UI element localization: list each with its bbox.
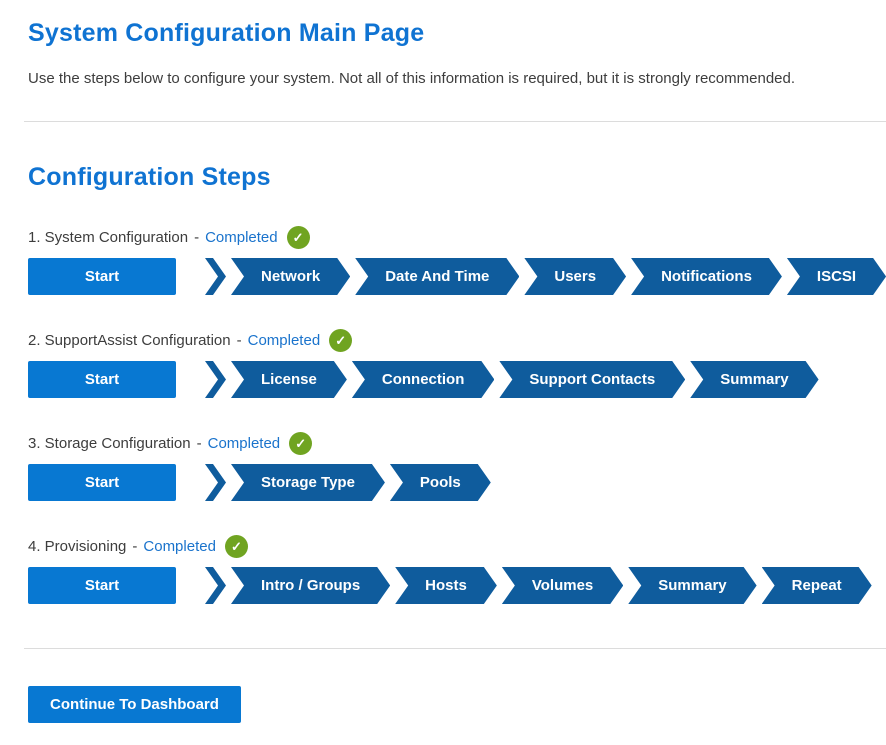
step-status: Completed — [207, 434, 281, 452]
step-status: Completed — [247, 331, 321, 349]
step-separator: - — [236, 331, 242, 349]
stage-chevron: Volumes — [502, 567, 623, 604]
stage-chevron: ISCSI — [787, 258, 886, 295]
stage-label: Summary — [720, 371, 789, 388]
stage-label: Network — [261, 268, 321, 285]
config-step-storage-configuration: 3. Storage Configuration - Completed ✓ S… — [28, 431, 886, 501]
step-status: Completed — [143, 537, 216, 555]
section-title: Configuration Steps — [28, 163, 271, 191]
completed-check-icon: ✓ — [224, 534, 248, 558]
config-step-provisioning: 4. Provisioning - Completed ✓ Start Intr… — [28, 534, 886, 604]
chevron-arrow-start-icon — [205, 567, 226, 604]
page-subtitle: Use the steps below to configure your sy… — [28, 70, 796, 87]
chevron-arrow-start-icon — [205, 258, 226, 295]
stage-chevrons: License Connection Support Contacts Summ… — [205, 361, 819, 398]
step-row: Start Network Date And Time Users Notifi… — [28, 258, 886, 295]
start-button-supportassist-configuration[interactable]: Start — [28, 361, 176, 398]
stage-chevrons: Network Date And Time Users Notification… — [205, 258, 886, 295]
step-separator: - — [196, 434, 202, 452]
stage-label: Summary — [658, 577, 727, 594]
stage-chevron: License — [231, 361, 347, 398]
stage-chevrons: Storage Type Pools — [205, 464, 491, 501]
stage-chevron: Summary — [628, 567, 756, 604]
stage-label: Storage Type — [261, 474, 355, 491]
stage-chevron: Notifications — [631, 258, 782, 295]
chevron-arrow-start-icon — [205, 464, 226, 501]
stage-label: Support Contacts — [529, 371, 656, 388]
step-row: Start Storage Type Pools — [28, 464, 886, 501]
stage-chevron: Connection — [352, 361, 495, 398]
step-separator: - — [194, 228, 200, 246]
step-title: 1. System Configuration — [28, 228, 189, 246]
stage-chevron: Date And Time — [355, 258, 519, 295]
stage-label: Connection — [381, 371, 465, 388]
stage-label: Volumes — [531, 577, 594, 594]
step-row: Start Intro / Groups Hosts Volumes Summa… — [28, 567, 886, 604]
stage-chevron: Intro / Groups — [231, 567, 390, 604]
stage-label: Users — [554, 268, 597, 285]
stage-label: ISCSI — [816, 268, 857, 285]
stage-chevron: Storage Type — [231, 464, 385, 501]
page-title: System Configuration Main Page — [28, 19, 425, 47]
completed-check-icon: ✓ — [289, 431, 313, 455]
stage-chevrons: Intro / Groups Hosts Volumes Summary Rep… — [205, 567, 872, 604]
start-button-storage-configuration[interactable]: Start — [28, 464, 176, 501]
config-step-system-configuration: 1. System Configuration - Completed ✓ St… — [28, 225, 886, 295]
chevron-arrow-start-icon — [205, 361, 226, 398]
bottom-divider — [24, 648, 886, 649]
step-title: 3. Storage Configuration — [28, 434, 191, 452]
step-label: 4. Provisioning - Completed ✓ — [28, 534, 886, 558]
step-status: Completed — [205, 228, 278, 246]
start-button-system-configuration[interactable]: Start — [28, 258, 176, 295]
stage-chevron: Repeat — [762, 567, 872, 604]
stage-label: License — [261, 371, 317, 388]
step-separator: - — [132, 537, 138, 555]
stage-chevron: Pools — [390, 464, 491, 501]
step-title: 2. SupportAssist Configuration — [28, 331, 231, 349]
stage-chevron: Users — [524, 258, 626, 295]
stage-chevron: Support Contacts — [499, 361, 685, 398]
config-step-supportassist-configuration: 2. SupportAssist Configuration - Complet… — [28, 328, 886, 398]
stage-label: Intro / Groups — [261, 577, 361, 594]
completed-check-icon: ✓ — [286, 225, 310, 249]
step-label: 1. System Configuration - Completed ✓ — [28, 225, 886, 249]
stage-chevron: Summary — [690, 361, 818, 398]
stage-chevron: Hosts — [395, 567, 497, 604]
stage-chevron: Network — [231, 258, 350, 295]
continue-to-dashboard-button[interactable]: Continue To Dashboard — [28, 686, 241, 723]
step-label: 2. SupportAssist Configuration - Complet… — [28, 328, 886, 352]
stage-label: Pools — [419, 474, 461, 491]
stage-label: Notifications — [661, 268, 752, 285]
stage-label: Date And Time — [385, 268, 490, 285]
stage-label: Repeat — [791, 577, 842, 594]
start-button-provisioning[interactable]: Start — [28, 567, 176, 604]
stage-label: Hosts — [425, 577, 467, 594]
completed-check-icon: ✓ — [329, 328, 353, 352]
step-row: Start License Connection Support Contact… — [28, 361, 886, 398]
step-label: 3. Storage Configuration - Completed ✓ — [28, 431, 886, 455]
top-divider — [24, 121, 886, 122]
step-title: 4. Provisioning — [28, 537, 127, 555]
